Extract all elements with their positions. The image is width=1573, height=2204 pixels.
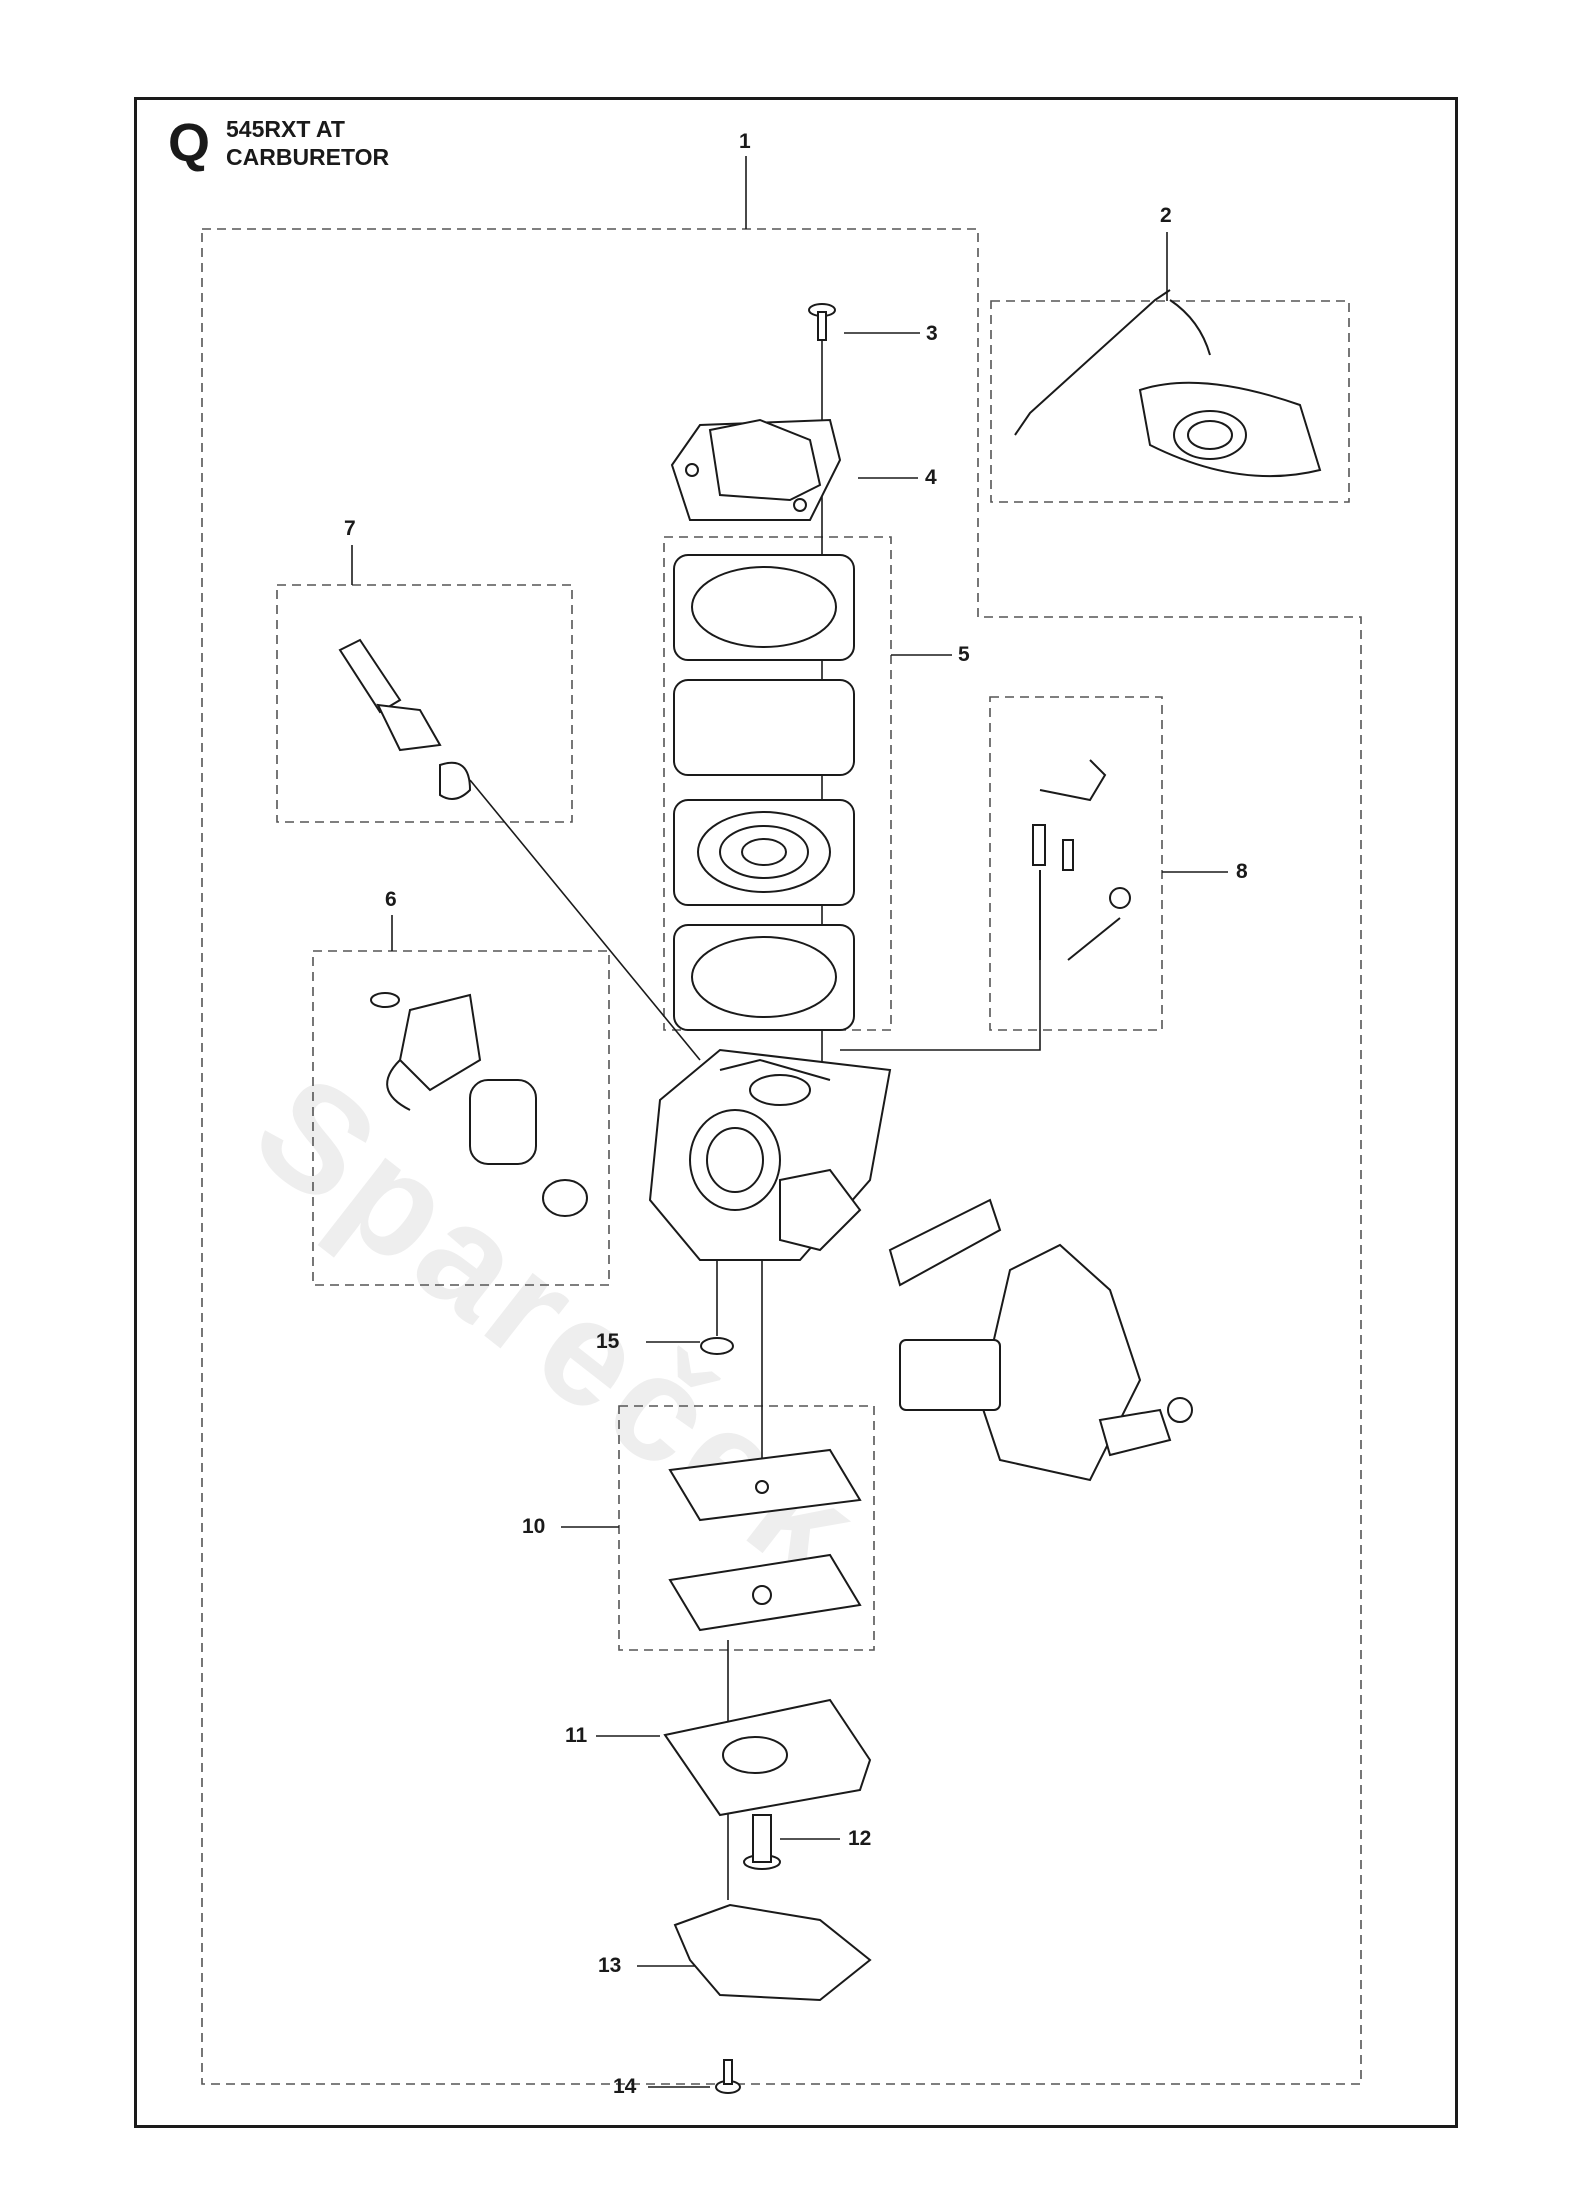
- callout-10: 10: [522, 1515, 546, 1538]
- part-3-screw: [808, 303, 836, 341]
- callout-11: 11: [565, 1724, 588, 1747]
- part-5-gasket-kit: [673, 554, 855, 1031]
- kit-box-8: [989, 696, 1163, 1031]
- section-letter: Q: [168, 113, 211, 173]
- kit-box-7: [276, 584, 573, 823]
- diagram-frame: [134, 97, 1458, 2128]
- callout-1: 1: [739, 130, 751, 153]
- part-14-screw: [715, 2059, 741, 2094]
- part-6-throttle-lever: [370, 992, 588, 1217]
- assembly-box-1: [201, 228, 1362, 2085]
- model-title: 545RXT AT: [226, 116, 345, 142]
- callout-13: 13: [598, 1954, 622, 1977]
- part-13-shield: [673, 1903, 872, 2002]
- kit-box-2: [990, 300, 1350, 503]
- callout-4: 4: [925, 466, 937, 489]
- spacer-plate: [888, 1198, 1002, 1287]
- carburetor-body: [648, 1048, 892, 1261]
- callout-8: 8: [1236, 860, 1248, 883]
- part-2-intake: [1014, 289, 1322, 478]
- callout-15: 15: [596, 1330, 620, 1353]
- callout-2: 2: [1160, 204, 1172, 227]
- kit-box-10: [618, 1405, 875, 1651]
- autotune-actuator: [899, 1243, 1193, 1482]
- part-8-needle-valve: [1032, 759, 1131, 961]
- callout-12: 12: [848, 1827, 872, 1850]
- part-4-pump-cover: [670, 418, 842, 521]
- part-11-metering-cover: [663, 1698, 872, 1817]
- callout-14: 14: [613, 2075, 637, 2098]
- part-15-filter-screen: [700, 1337, 734, 1355]
- callout-7: 7: [344, 517, 356, 540]
- assembly-title: CARBURETOR: [226, 144, 390, 170]
- part-7-needle: [338, 638, 472, 800]
- callout-6: 6: [385, 888, 397, 911]
- part-10-gasket-set: [668, 1448, 862, 1632]
- callout-3: 3: [926, 322, 938, 345]
- callout-5: 5: [958, 643, 970, 666]
- part-12-pin: [743, 1814, 781, 1870]
